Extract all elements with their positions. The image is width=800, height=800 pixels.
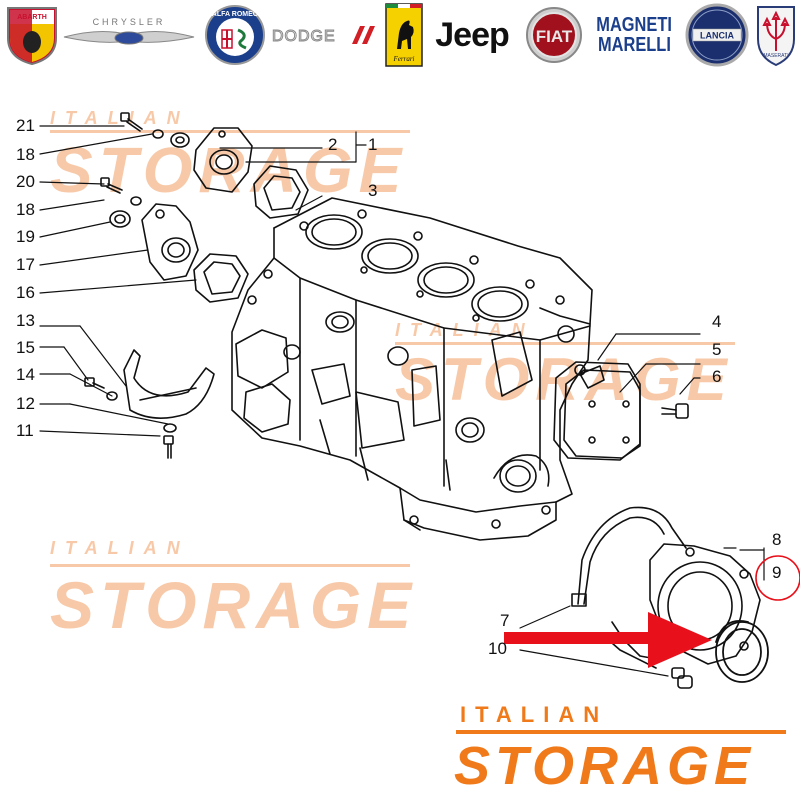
fiat-badge-icon: FIAT [526,7,582,63]
brand-italian-text: ITALIAN [460,702,609,727]
magneti-wordmark: MAGNETI [596,14,672,36]
washer-12-drawing [163,423,177,433]
leader-lines [39,125,765,677]
watermark-lower-line1: ITALIAN [50,538,190,558]
seal-19-drawing [109,210,131,228]
callout-6: 6 [712,367,722,386]
magneti-marelli-logo[interactable]: MAGNETI MARELLI [588,4,680,66]
brand-logo-bar: ABARTH CHRYSLER ALFA ROMEO [0,0,800,72]
fiat-logo[interactable]: FIAT [524,4,584,66]
lancia-badge-icon: LANCIA [685,3,749,67]
engine-block-drawing [231,197,593,541]
highlight-circle-icon [755,555,800,601]
maserati-logo[interactable]: MASERATI [752,4,800,67]
seal-ring-drawing [170,132,190,148]
gasket-3-drawing [253,165,309,219]
callout-11: 11 [16,421,34,440]
callout-15: 15 [16,338,35,357]
dodge-wordmark: DODGE [272,28,336,45]
callout-21: 21 [16,116,35,135]
plug-6-drawing [661,403,689,419]
fiat-wordmark: FIAT [536,27,573,46]
abarth-logo[interactable]: ABARTH [2,4,62,66]
italian-storage-brand: ITALIAN STORAGE [448,700,800,800]
bolt-11-drawing [163,435,174,459]
bolt-15-drawing [84,377,105,389]
callout-20: 20 [16,172,35,191]
gasket-7-drawing [571,506,687,607]
callout-14: 14 [16,365,35,384]
bolt-10-drawing [671,667,693,689]
brand-rule [456,730,786,734]
seal-ring-9-drawing [715,620,769,683]
callout-5: 5 [712,340,722,359]
gasket-4-drawing [553,361,641,461]
maserati-wordmark: MASERATI [763,53,788,59]
lancia-logo[interactable]: LANCIA [684,3,750,67]
watermark-lower-rule [50,564,410,567]
ferrari-wordmark: Ferrari [393,55,415,63]
shield-13-drawing [123,349,215,419]
dodge-logo[interactable]: DODGE [270,4,376,66]
callout-1: 1 [368,135,378,154]
bolt-21-drawing [120,112,143,132]
callout-19: 19 [16,227,35,246]
watermark-middle-line2: STORAGE [395,346,733,413]
marelli-wordmark: MARELLI [597,34,671,56]
callout-17: 17 [16,255,35,274]
callout-16: 16 [16,283,35,302]
ferrari-logo[interactable]: Ferrari [384,3,424,67]
alfa-romeo-logo[interactable]: ALFA ROMEO [202,4,268,66]
washer-18-drawing [152,129,164,139]
side-cover-5-drawing [563,365,641,459]
highlight-arrow-icon [504,612,712,668]
ferrari-shield-icon: Ferrari [385,3,423,67]
chrysler-wordmark: CHRYSLER [93,17,166,27]
watermark-middle-rule [395,342,735,345]
lancia-wordmark: LANCIA [700,31,734,41]
chrysler-logo[interactable]: CHRYSLER [62,4,196,66]
callout-2: 2 [328,135,338,154]
callout-3: 3 [368,181,378,200]
jeep-logo[interactable]: Jeep [428,4,516,66]
alfa-romeo-badge-icon: ALFA ROMEO [205,5,265,65]
alfa-romeo-wordmark: ALFA ROMEO [212,11,259,18]
flange-17-drawing [141,203,199,281]
callout-10: 10 [488,639,507,658]
watermark-top-rule [50,130,410,133]
callout-18a: 18 [16,145,35,164]
gasket-16-drawing [193,253,249,303]
watermark-lower-line2: STORAGE [50,568,418,642]
bolt-20-drawing [100,177,123,194]
callout-18b: 18 [16,200,35,219]
flange-cover-2-drawing [193,127,253,193]
abarth-shield-icon: ABARTH [7,7,57,66]
abarth-wordmark: ABARTH [17,14,47,21]
watermark-top-line1: ITALIAN [50,108,190,128]
maserati-trident-icon: MASERATI [757,6,795,67]
jeep-wordmark: Jeep [435,15,509,54]
callout-13: 13 [16,311,35,330]
callout-8: 8 [772,530,782,549]
callout-12: 12 [16,394,35,413]
washer-18b-drawing [130,196,142,206]
chrysler-wings-icon: CHRYSLER [63,17,195,45]
brand-storage-text: STORAGE [454,736,756,796]
callout-7: 7 [500,611,510,630]
washer-14-drawing [106,391,118,401]
callout-9: 9 [772,563,782,582]
dodge-wordmark-icon: DODGE [272,26,375,46]
callout-4: 4 [712,312,722,331]
